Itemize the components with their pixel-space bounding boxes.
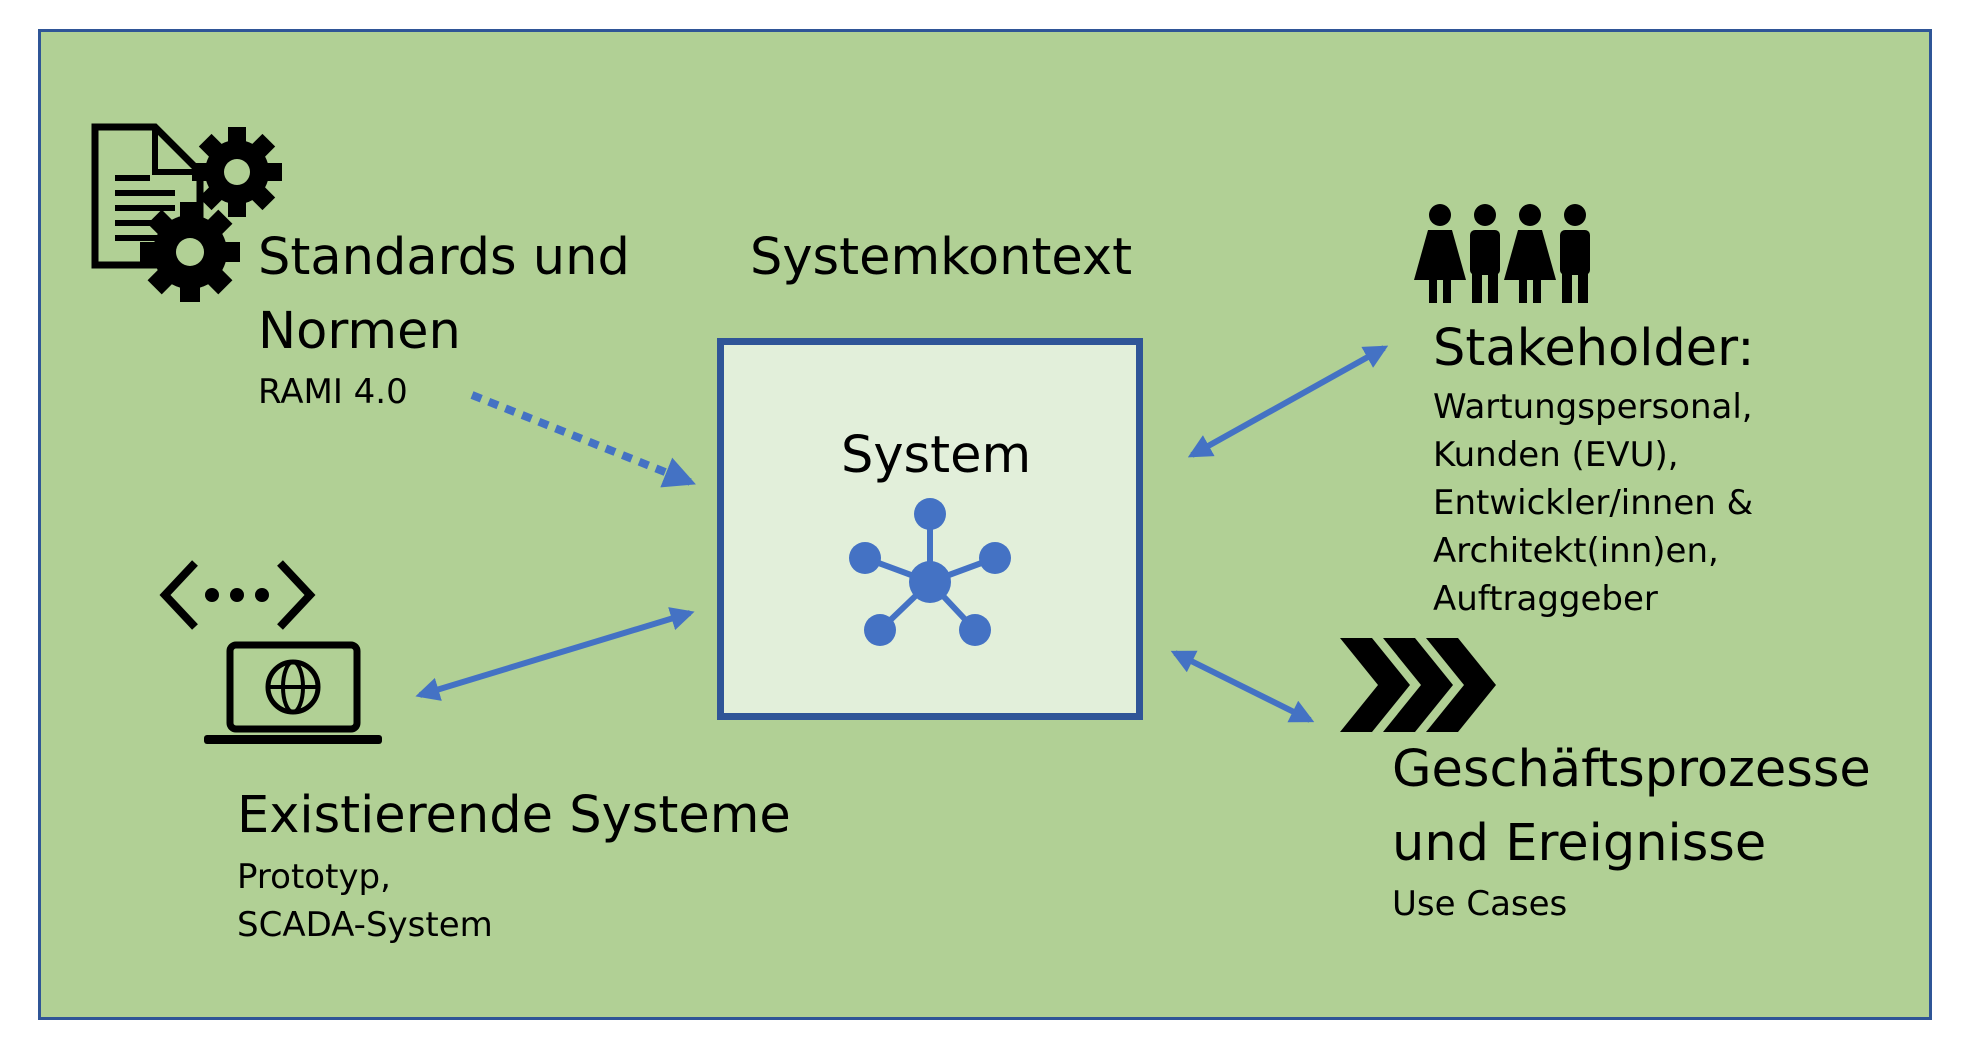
existing-systems-detail-line1: Prototyp, <box>237 857 391 897</box>
standards-title-line2: Normen <box>258 302 461 361</box>
processes-detail: Use Cases <box>1392 884 1568 924</box>
dotted-arrow-standards <box>470 391 696 488</box>
arrow-stakeholder <box>1187 345 1389 458</box>
arrow-existing-systems <box>415 607 695 701</box>
stakeholder-item: Entwickler/innen & <box>1433 483 1754 523</box>
network-hub-icon <box>849 498 1011 646</box>
document-gears-icon <box>91 123 282 302</box>
system-title: System <box>841 426 1032 485</box>
people-group-icon <box>1414 204 1590 303</box>
standards-detail: RAMI 4.0 <box>258 372 408 412</box>
existing-systems-title: Existierende Systeme <box>237 786 791 845</box>
context-title: Systemkontext <box>750 228 1133 287</box>
existing-systems-detail-line2: SCADA-System <box>237 905 493 945</box>
stakeholder-item: Architekt(inn)en, <box>1433 531 1719 571</box>
chevrons-icon <box>1340 638 1496 732</box>
standards-title-line1: Standards und <box>258 228 630 287</box>
stakeholder-item: Kunden (EVU), <box>1433 435 1679 475</box>
processes-title-line2: und Ereignisse <box>1392 814 1767 873</box>
stakeholder-item: Wartungspersonal, <box>1433 387 1753 427</box>
arrow-processes <box>1170 650 1315 723</box>
stakeholder-title: Stakeholder: <box>1433 319 1755 378</box>
processes-title-line1: Geschäftsprozesse <box>1392 740 1871 799</box>
code-laptop-icon <box>159 560 382 744</box>
stakeholder-item: Auftraggeber <box>1433 579 1658 619</box>
